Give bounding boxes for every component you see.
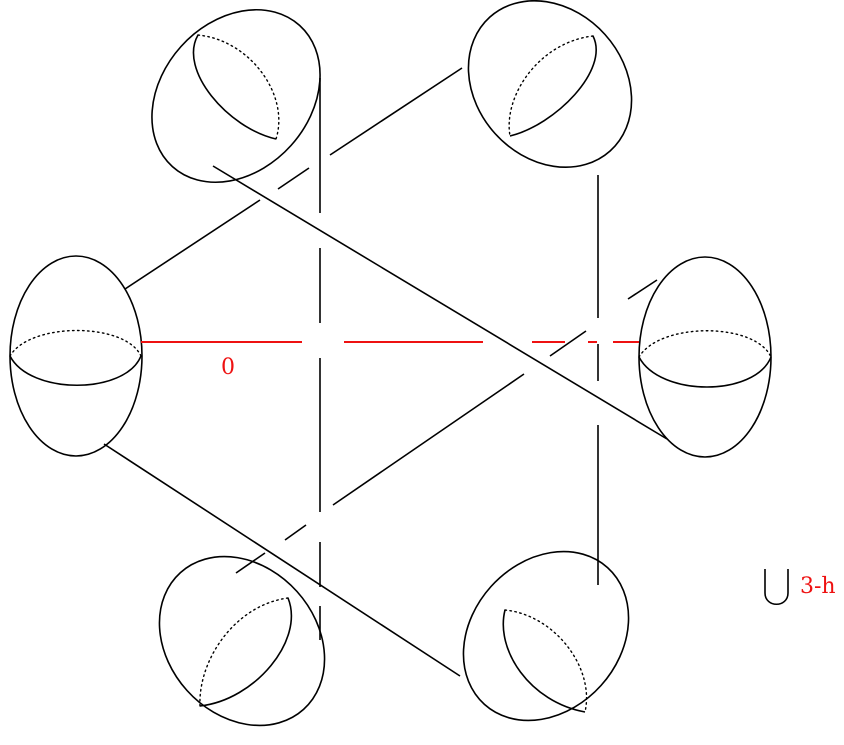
union-exponent: 3-h	[800, 574, 836, 599]
union-symbol	[764, 569, 789, 606]
ball-right	[638, 256, 772, 458]
ball-bottom-left	[158, 555, 326, 727]
framing-label: 0	[221, 355, 235, 380]
ball-bottom-right	[462, 550, 630, 722]
strands	[103, 67, 668, 677]
ball-left	[9, 255, 143, 457]
ball-top-right	[467, 0, 633, 169]
ball-top-left	[151, 8, 321, 184]
